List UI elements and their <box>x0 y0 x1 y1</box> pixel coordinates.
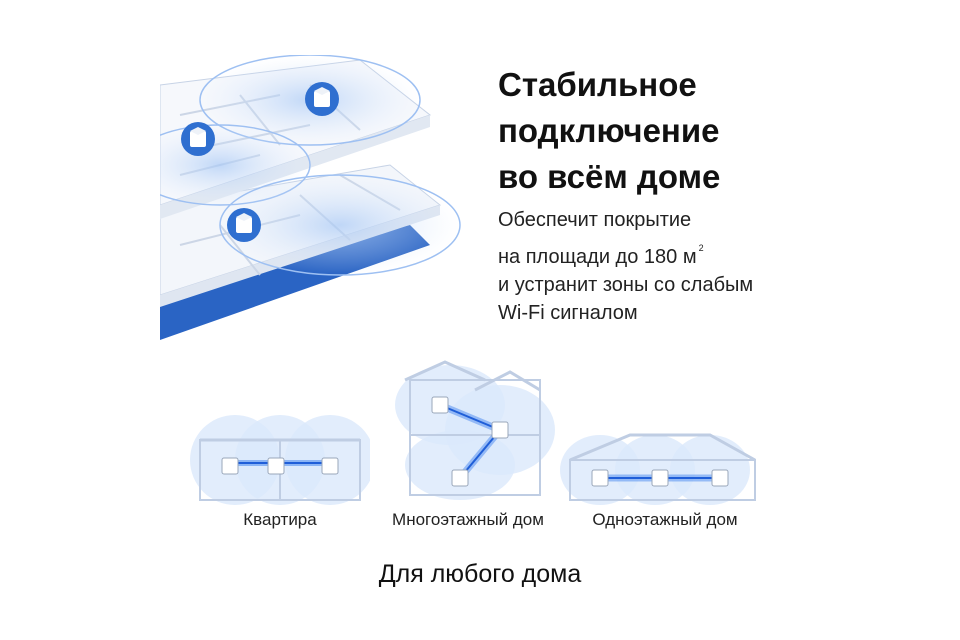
headline: Стабильное подключение во всём доме <box>498 62 918 200</box>
apartment-icon <box>190 415 370 505</box>
mesh-unit-icon <box>227 208 261 242</box>
mesh-unit-icon <box>305 82 339 116</box>
description-line: Обеспечит покрытие <box>498 209 692 231</box>
headline-line: Стабильное <box>498 66 697 103</box>
footer-tagline: Для любого дома <box>378 560 582 588</box>
superscript: 2 <box>698 243 704 253</box>
headline-line: подключение <box>498 112 720 149</box>
description-text: на площади до 180 м <box>498 246 697 268</box>
home-type-label: Многоэтажный дом <box>392 510 544 529</box>
home-type-label: Одноэтажный дом <box>592 510 738 529</box>
single-story-house-icon <box>560 433 756 505</box>
description-line: и устранит зоны со слабым <box>498 274 754 296</box>
multistory-house-icon <box>395 360 555 500</box>
floor-plan-illustration <box>160 55 461 340</box>
headline-line: во всём доме <box>498 158 721 195</box>
home-type-label: Квартира <box>243 510 317 529</box>
mesh-unit-icon <box>181 122 215 156</box>
description-line: Wi-Fi сигналом <box>498 302 638 324</box>
